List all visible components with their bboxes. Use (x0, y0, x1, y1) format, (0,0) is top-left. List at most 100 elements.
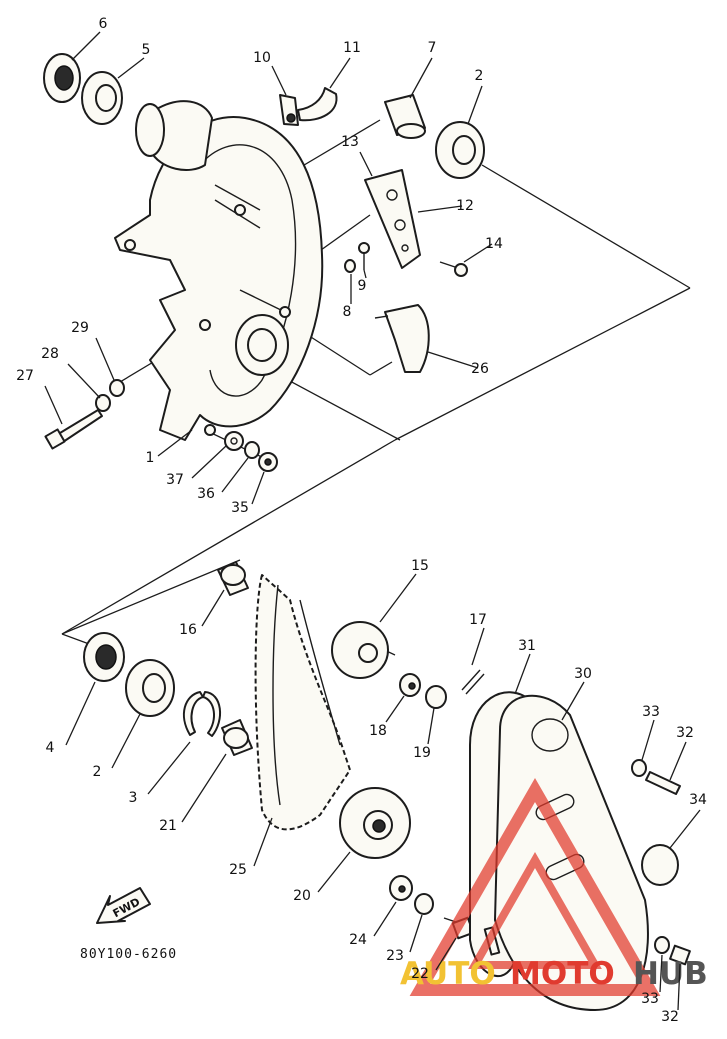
callout-number: 26 (471, 361, 489, 377)
transmission-case (114, 100, 324, 441)
washer-37 (224, 431, 244, 451)
callout-leader (677, 963, 681, 1011)
oil-seal-4 (83, 632, 125, 682)
breather-hose-11 (297, 87, 338, 122)
callout-leader (111, 713, 141, 769)
callout-leader (669, 741, 687, 781)
callout-number: 32 (676, 725, 694, 741)
callout-number: 28 (41, 346, 59, 362)
callout-number: 8 (343, 304, 352, 320)
callout-number: 11 (343, 40, 361, 56)
washer-8 (344, 259, 356, 273)
drive-sprocket-15 (331, 621, 389, 679)
cover-plate-12-13 (364, 169, 421, 269)
washer-33-lower (654, 936, 670, 954)
callout-number: 23 (386, 948, 404, 964)
callout-number: 31 (518, 638, 536, 654)
bearing-2-upper (435, 121, 485, 179)
callout-number: 5 (142, 42, 151, 58)
screw-14 (439, 261, 468, 277)
callout-leader (463, 243, 493, 263)
callout-leader (373, 901, 397, 937)
callout-number: 30 (574, 666, 592, 682)
collar-16 (217, 561, 249, 596)
callout-number: 32 (661, 1009, 679, 1025)
callout-number: 33 (641, 991, 659, 1007)
callout-leader (435, 937, 457, 971)
callout-leader (221, 457, 249, 493)
callout-number: 27 (16, 368, 34, 384)
callout-number: 29 (71, 320, 89, 336)
bolt-32-upper (645, 771, 681, 795)
callout-number: 17 (469, 612, 487, 628)
breather-fitting-10 (279, 94, 299, 126)
callout-number: 34 (689, 792, 707, 808)
bolt-9 (358, 242, 370, 270)
callout-number: 3 (129, 790, 138, 806)
callout-number: 22 (411, 966, 429, 982)
callout-leader (669, 809, 701, 849)
callout-leader (67, 363, 101, 399)
callout-number: 33 (642, 704, 660, 720)
callout-number: 9 (358, 278, 367, 294)
callout-leader (385, 695, 405, 723)
sensor-26 (374, 304, 430, 373)
washer-33-upper (631, 759, 647, 777)
watermark-logo (409, 777, 661, 996)
callout-leader (427, 351, 479, 369)
callout-number: 4 (46, 740, 55, 756)
callout-leader (514, 653, 531, 695)
callout-leader (359, 151, 373, 177)
callout-leader (191, 445, 227, 479)
callout-leader (71, 31, 101, 61)
callout-leader (329, 57, 351, 89)
washer-29 (109, 379, 125, 397)
callout-leader (363, 269, 367, 279)
callout-leader (201, 589, 225, 627)
callout-number: 12 (456, 198, 474, 214)
callout-number: 36 (197, 486, 215, 502)
callout-leader (253, 817, 273, 867)
callout-number: 13 (341, 134, 359, 150)
callout-leaders (44, 31, 701, 1011)
part-code: 80Y100-6260 (80, 947, 177, 962)
callout-leader (181, 753, 227, 823)
washer-28 (95, 394, 111, 412)
callout-leader (317, 851, 351, 893)
callout-leader (417, 205, 463, 213)
callout-number: 2 (93, 764, 102, 780)
bolt-32-lower (669, 944, 691, 966)
callout-leader (95, 337, 115, 381)
forward-direction-arrow: FWD (96, 887, 151, 924)
callout-number: 37 (166, 472, 184, 488)
callout-number: 1 (146, 450, 155, 466)
bearing-2-lower (125, 659, 175, 717)
cap-34 (641, 844, 679, 886)
oil-seal-6 (43, 53, 81, 103)
callout-leader (409, 57, 433, 99)
callout-leader (117, 57, 145, 79)
washer-18 (399, 673, 421, 697)
watermark-middle: MOTO (510, 956, 615, 992)
callout-leader (157, 429, 193, 457)
washer-23 (414, 893, 434, 915)
callout-leader (271, 65, 287, 96)
callout-leader (147, 741, 191, 795)
callout-leader (251, 471, 265, 505)
callout-leader (467, 85, 483, 125)
collar-21 (221, 719, 253, 756)
callout-leader (409, 914, 423, 953)
circlip-3 (182, 691, 222, 737)
callout-leader (44, 385, 63, 425)
callout-number: 24 (349, 932, 367, 948)
callout-number: 7 (428, 40, 437, 56)
callout-number: 35 (231, 500, 249, 516)
callout-leader (561, 681, 585, 721)
callout-leader (427, 707, 435, 745)
callout-number: 20 (293, 888, 311, 904)
bolt-27 (44, 409, 103, 450)
bearing-5 (81, 71, 123, 125)
watermark-triangle (409, 777, 661, 996)
